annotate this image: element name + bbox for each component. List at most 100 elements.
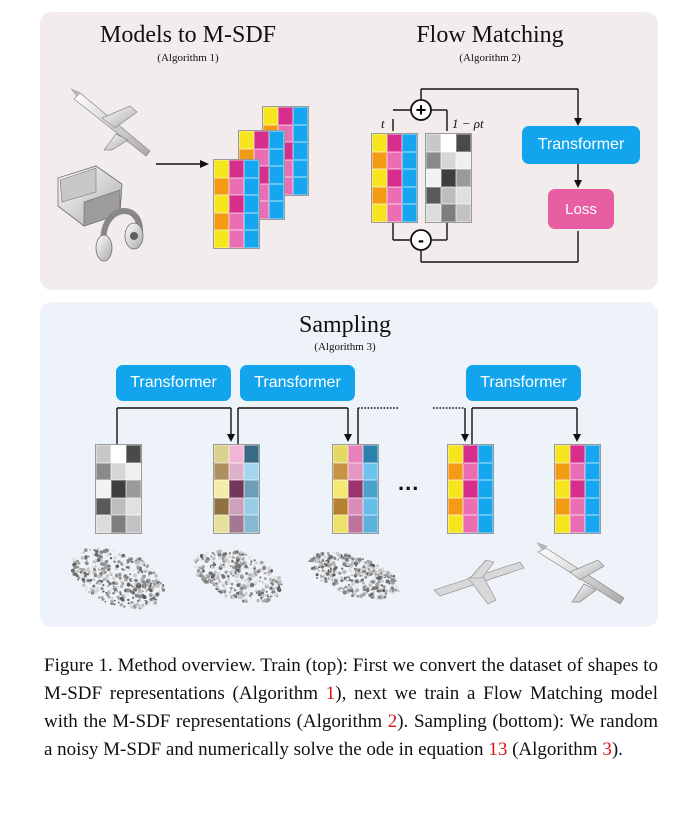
cloud-point <box>98 566 102 570</box>
cloud-point <box>360 574 364 577</box>
cloud-point <box>125 575 129 580</box>
cloud-point <box>195 561 197 564</box>
cloud-point <box>149 589 153 593</box>
cloud-point <box>356 595 359 598</box>
cloud-point <box>238 558 241 560</box>
cloud-point <box>390 584 395 588</box>
cloud-point <box>121 581 125 585</box>
cloud-point <box>113 587 118 591</box>
cloud-point <box>332 573 336 577</box>
msdf-cell <box>555 497 570 516</box>
cloud-point <box>82 583 86 588</box>
cloud-point <box>242 558 245 561</box>
msdf-cell <box>96 497 111 516</box>
msdf-cell <box>426 204 441 222</box>
cloud-point <box>258 580 261 582</box>
msdf-cell <box>214 177 229 196</box>
cloud-point <box>372 573 376 577</box>
cloud-point <box>158 582 161 585</box>
cloud-point <box>92 553 95 556</box>
cloud-point <box>89 548 92 551</box>
msdf-cell <box>463 480 478 498</box>
cloud-point <box>339 576 344 580</box>
msdf-cell <box>244 497 259 516</box>
cloud-point <box>368 566 372 570</box>
cloud-point <box>218 556 223 560</box>
cloud-point <box>330 565 335 569</box>
cloud-point <box>318 555 321 559</box>
cloud-point <box>102 573 107 578</box>
cloud-point <box>73 561 75 564</box>
cloud-point <box>136 565 141 570</box>
cloud-point <box>129 589 133 593</box>
algorithm-2-ref[interactable]: 2 <box>387 711 398 732</box>
cloud-point <box>152 596 156 600</box>
msdf-cell <box>348 462 363 481</box>
cloud-point <box>107 595 111 599</box>
cloud-point <box>112 592 115 595</box>
cloud-point <box>319 559 322 563</box>
partial-airplane-4 <box>433 559 525 605</box>
flow-clean-grid <box>371 133 418 223</box>
cloud-point <box>361 561 365 566</box>
cloud-point <box>115 590 118 594</box>
cloud-point <box>114 568 116 571</box>
msdf-cell <box>244 445 259 463</box>
cloud-point <box>119 593 122 596</box>
cloud-point <box>135 559 137 562</box>
cloud-point <box>83 551 86 554</box>
cloud-point <box>121 574 124 577</box>
cloud-point <box>76 565 80 569</box>
cloud-point <box>254 561 258 565</box>
msdf-cell <box>244 195 259 213</box>
cloud-point <box>107 552 110 555</box>
cloud-point <box>243 578 248 582</box>
cloud-point <box>371 586 376 591</box>
cloud-point <box>205 556 210 561</box>
msdf-cell <box>111 515 126 533</box>
cloud-point <box>244 599 248 604</box>
cloud-point <box>362 565 366 569</box>
algorithm-3-ref[interactable]: 3 <box>602 739 612 760</box>
sampling-subtitle: (Algorithm 3) <box>314 341 376 353</box>
cloud-point <box>118 553 121 556</box>
cloud-point <box>133 586 136 588</box>
msdf-cell <box>254 131 269 149</box>
cloud-point <box>211 559 215 563</box>
cloud-point <box>316 568 319 572</box>
cloud-point <box>231 565 235 569</box>
msdf-cell <box>126 445 141 463</box>
cloud-point <box>384 576 387 579</box>
cloud-point <box>141 580 144 583</box>
equation-13-ref[interactable]: 13 <box>488 739 508 760</box>
cloud-point <box>325 561 328 564</box>
cloud-point <box>137 589 142 593</box>
cloud-point <box>350 560 354 563</box>
cloud-point <box>362 582 365 585</box>
cloud-point <box>136 599 139 602</box>
figure-caption: Figure 1. Method overview. Train (top): … <box>44 652 658 764</box>
cloud-point <box>230 589 233 592</box>
cloud-point <box>227 560 231 564</box>
msdf-cell <box>263 107 278 125</box>
cloud-point <box>271 582 275 586</box>
cloud-point <box>97 547 100 550</box>
msdf-cell <box>387 169 402 187</box>
cloud-point <box>320 564 325 569</box>
cloud-point <box>131 601 134 604</box>
cloud-point <box>368 573 371 576</box>
cloud-point <box>332 562 336 566</box>
msdf-cell <box>214 497 229 516</box>
msdf-cell <box>463 497 478 516</box>
algorithm-1-ref[interactable]: 1 <box>325 683 336 704</box>
cloud-point <box>86 572 90 576</box>
cloud-point <box>94 549 99 554</box>
cloud-point <box>158 590 161 594</box>
cloud-point <box>368 583 373 588</box>
cloud-point <box>253 579 258 584</box>
cloud-point <box>109 553 112 556</box>
msdf-cell <box>387 134 402 152</box>
cloud-point <box>261 593 265 597</box>
cloud-point <box>324 577 328 581</box>
cloud-point <box>87 555 90 558</box>
